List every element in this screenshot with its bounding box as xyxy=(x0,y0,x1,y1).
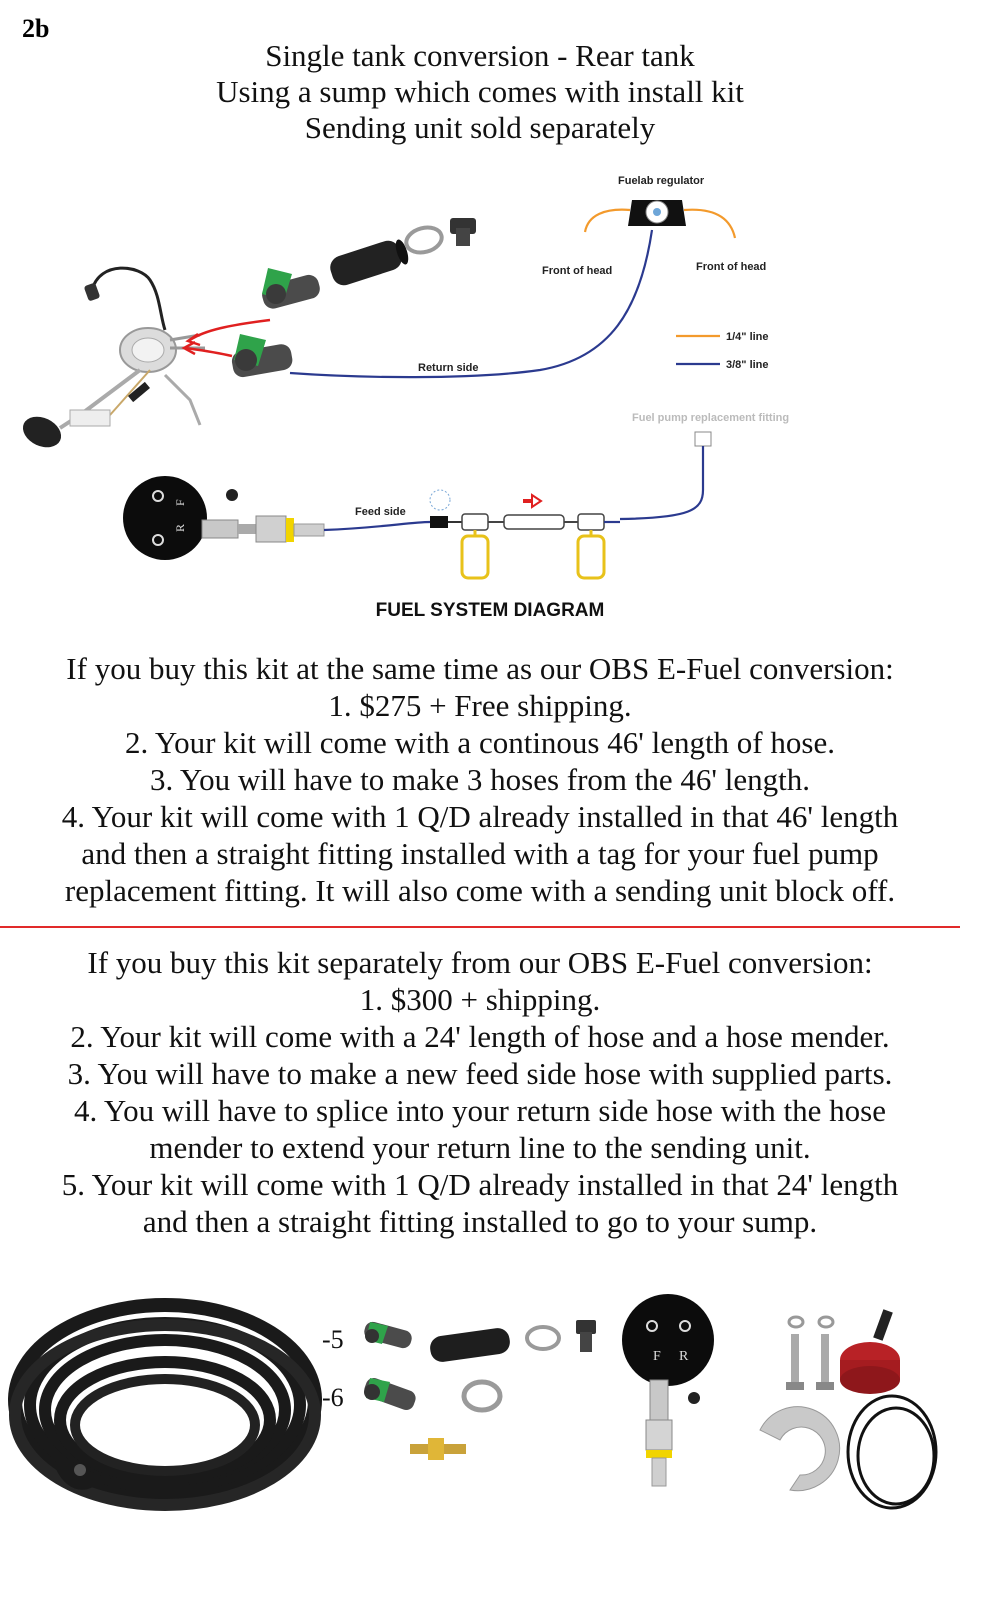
return-arrow-upper xyxy=(189,318,271,342)
hose-end xyxy=(74,1464,86,1476)
separate-kit-section: If you buy this kit separately from our … xyxy=(0,944,960,1240)
fuel-pump-inline xyxy=(429,489,462,528)
separate-line: and then a straight fitting installed to… xyxy=(142,1204,818,1239)
hole-saw xyxy=(840,1309,900,1394)
line-legend: 1/4" line 3/8" line xyxy=(676,331,769,371)
sump: F R xyxy=(123,476,238,560)
fuelab-regulator xyxy=(628,200,686,226)
qd-fitting-upper xyxy=(262,268,320,309)
sump-letter-r: R xyxy=(173,524,187,532)
size-label-dash5: -5 xyxy=(322,1325,344,1354)
header-line-1: Single tank conversion - Rear tank xyxy=(265,38,695,73)
feed-side-line xyxy=(323,520,431,532)
sump-outlet-fitting xyxy=(201,515,325,543)
sump-photo-letter-f: F xyxy=(653,1349,661,1364)
header-line-2: Using a sump which comes with install ki… xyxy=(216,74,744,109)
sending-unit-block-off xyxy=(759,1406,841,1492)
separate-line: 4. You will have to splice into your ret… xyxy=(74,1093,886,1128)
separate-line: 2. Your kit will come with a 24' length … xyxy=(70,1019,890,1054)
fitting-label: Fuel pump replacement fitting xyxy=(632,412,789,424)
front-head-line-right xyxy=(683,208,737,239)
qd-fitting-lower xyxy=(231,334,293,378)
same-time-line: 2. Your kit will come with a continous 4… xyxy=(125,725,835,760)
hose-clamp xyxy=(404,225,444,255)
separate-line: 5. Your kit will come with 1 Q/D already… xyxy=(61,1167,899,1202)
o-ring-inner xyxy=(856,1406,936,1506)
filter-chain xyxy=(460,493,620,580)
return-arrow-lower xyxy=(185,346,233,358)
sump-photo: F R xyxy=(622,1294,714,1404)
sump-letter-f: F xyxy=(173,499,187,506)
legend-label-three-eighths: 3/8" line xyxy=(726,359,769,371)
kit-parts-photo: -5 -6 F R xyxy=(8,1294,938,1511)
hose-clamp-large xyxy=(461,1379,503,1413)
coiled-hose xyxy=(8,1298,322,1511)
hose-mender xyxy=(430,1328,510,1362)
block-off-bolt xyxy=(576,1320,596,1352)
return-side-label: Return side xyxy=(418,362,479,374)
diagram-title: FUEL SYSTEM DIAGRAM xyxy=(376,600,605,621)
fitting-line xyxy=(619,446,705,521)
qd-fitting-dash6 xyxy=(364,1377,416,1411)
mounting-bolts xyxy=(786,1315,835,1390)
front-head-right-label: Front of head xyxy=(696,261,766,273)
fuel-system-diagram: Return side Fuelab regulator Front of he… xyxy=(22,175,789,621)
legend-label-quarter: 1/4" line xyxy=(726,331,769,343)
hose-mender-piece xyxy=(330,239,409,286)
front-head-left-label: Front of head xyxy=(542,265,612,277)
section-divider xyxy=(0,926,960,928)
separate-line: mender to extend your return line to the… xyxy=(149,1130,811,1165)
feed-side-label: Feed side xyxy=(355,506,406,518)
sending-unit-illustration xyxy=(22,266,205,448)
separate-line: 1. $300 + shipping. xyxy=(359,982,601,1017)
o-ring-outer xyxy=(846,1394,938,1510)
sump-photo-letter-r: R xyxy=(679,1349,689,1364)
separate-intro: If you buy this kit separately from our … xyxy=(87,945,873,980)
same-time-line: and then a straight fitting installed wi… xyxy=(81,836,879,871)
regulator-label: Fuelab regulator xyxy=(618,175,705,187)
flow-direction-arrow xyxy=(523,493,543,509)
same-time-line: replacement fitting. It will also come w… xyxy=(64,873,896,908)
sump-photo-fitting xyxy=(645,1379,673,1487)
same-time-line: 4. Your kit will come with 1 Q/D already… xyxy=(61,799,899,834)
fitting-box xyxy=(694,431,712,447)
same-time-kit-section: If you buy this kit at the same time as … xyxy=(0,650,960,909)
header: Single tank conversion - Rear tank Using… xyxy=(0,38,960,146)
same-time-line: 1. $275 + Free shipping. xyxy=(328,688,632,723)
size-label-dash6: -6 xyxy=(322,1383,344,1412)
qd-fitting-dash5 xyxy=(364,1321,412,1349)
front-head-line-left xyxy=(583,208,631,233)
block-off-bolt xyxy=(450,218,476,246)
header-line-3: Sending unit sold separately xyxy=(304,110,656,145)
page-badge: 2b xyxy=(22,14,50,43)
same-time-intro: If you buy this kit at the same time as … xyxy=(66,651,894,686)
hose-clamp-small xyxy=(525,1325,561,1351)
barb-fitting xyxy=(410,1438,466,1460)
return-side-line xyxy=(289,229,654,379)
separate-line: 3. You will have to make a new feed side… xyxy=(67,1056,893,1091)
same-time-line: 3. You will have to make 3 hoses from th… xyxy=(150,762,810,797)
